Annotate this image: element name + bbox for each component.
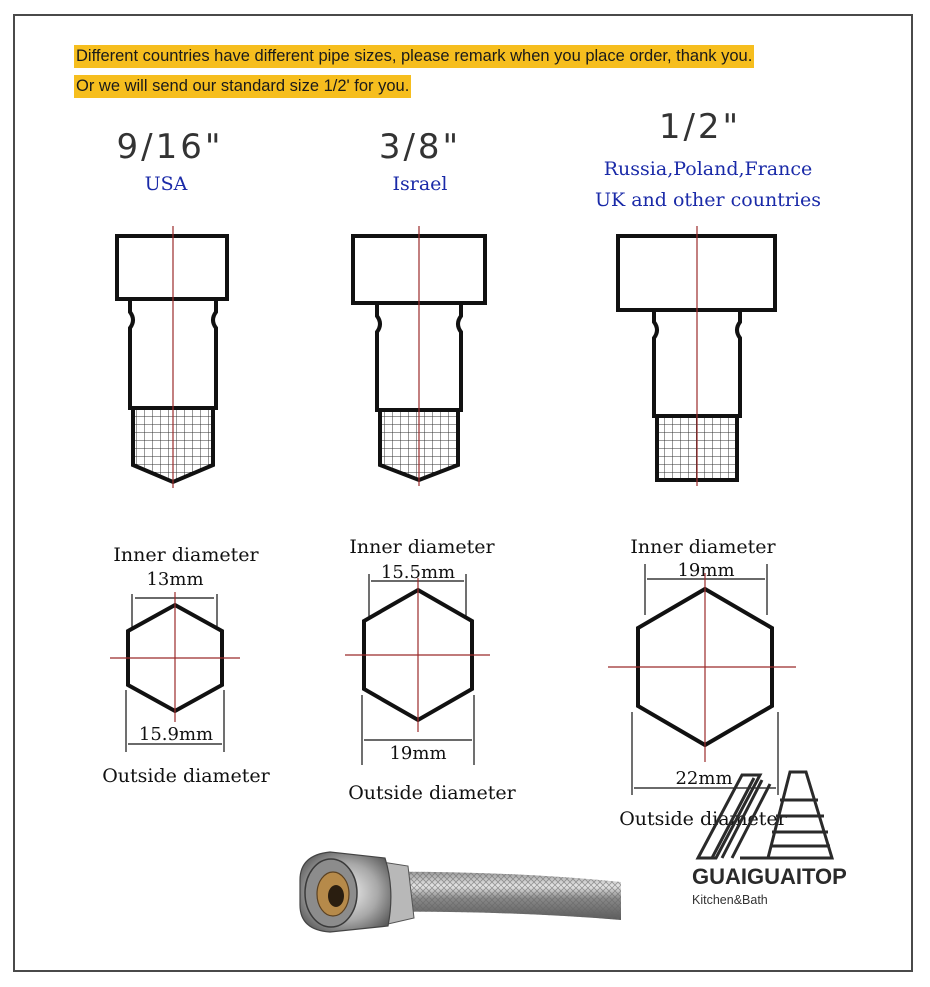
region-label: Israel xyxy=(393,173,448,195)
size-label: 9/16" xyxy=(117,127,224,167)
outside-diameter-label: Outside diameter xyxy=(348,782,516,804)
hex-nut-diagram xyxy=(345,574,490,765)
inner-diameter-label: Inner diameter xyxy=(630,536,776,558)
fitting-side-view xyxy=(115,234,229,485)
brand-logo: GUAIGUAITOP Kitchen&Bath xyxy=(692,770,847,907)
braided-hose-photo xyxy=(299,851,621,933)
hex-nut-diagram xyxy=(110,592,240,752)
region-label: USA xyxy=(145,173,188,195)
brand-tagline: Kitchen&Bath xyxy=(692,893,768,907)
brand-name: GUAIGUAITOP xyxy=(692,864,847,889)
fitting-column-3-8: 3/8" Israel Inner diameter 15.5mm 19mm O… xyxy=(345,127,517,804)
inner-diameter-label: Inner diameter xyxy=(349,536,495,558)
brand-logo-mark xyxy=(695,770,835,860)
inner-diameter-value: 13mm xyxy=(146,569,203,590)
region-label-line-2: UK and other countries xyxy=(595,189,821,211)
outside-diameter-value: 22mm xyxy=(675,768,732,789)
fitting-column-9-16: 9/16" USA Inner diameter 13mm 15.9mm Out… xyxy=(102,127,270,787)
inner-diameter-value: 15.5mm xyxy=(381,562,455,583)
fitting-column-1-2: 1/2" Russia,Poland,France UK and other c… xyxy=(595,107,821,830)
hex-nut-diagram xyxy=(608,564,796,795)
region-label-line-1: Russia,Poland,France xyxy=(604,158,813,180)
notice-line-2: Or we will send our standard size 1/2' f… xyxy=(74,75,412,98)
product-image-frame xyxy=(13,14,913,972)
inner-diameter-label: Inner diameter xyxy=(113,544,259,566)
size-label: 1/2" xyxy=(659,107,741,147)
size-label: 3/8" xyxy=(379,127,461,167)
inner-diameter-value: 19mm xyxy=(677,560,734,581)
outside-diameter-value: 19mm xyxy=(389,743,446,764)
outside-diameter-value: 15.9mm xyxy=(139,724,213,745)
outside-diameter-label: Outside diameter xyxy=(619,808,787,830)
notice-line-1: Different countries have different pipe … xyxy=(74,45,755,68)
outside-diameter-label: Outside diameter xyxy=(102,765,270,787)
